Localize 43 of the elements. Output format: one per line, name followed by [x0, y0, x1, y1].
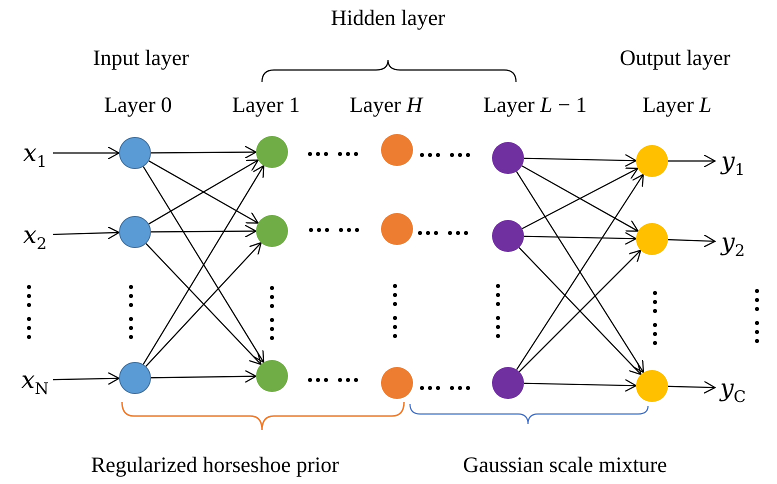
layer-label: Layer L [642, 92, 712, 118]
arrow [151, 224, 257, 238]
output-variable: y$_{1}$ [715, 145, 751, 177]
arrow [668, 380, 716, 394]
neuron-circle [256, 215, 288, 247]
neuron-circle [636, 370, 668, 402]
layer-title: Input layer [93, 45, 189, 71]
neuron-circle [492, 367, 524, 399]
layer-title: Output layer [620, 45, 730, 71]
arrow [524, 232, 637, 246]
arrow [52, 226, 120, 240]
output-variable: y$_{2}$ [715, 226, 751, 258]
layer-label: Layer 1 [232, 92, 300, 118]
input-variable: x$_{N}$ [17, 364, 53, 396]
neuron-circle [492, 142, 524, 174]
neuron-circle [119, 216, 151, 248]
arrow [53, 146, 120, 160]
arrow [151, 370, 257, 383]
neuron-circle [119, 137, 151, 169]
output-variable: y$_{C}$ [715, 372, 751, 404]
input-variable: x$_{1}$ [17, 137, 53, 169]
prior-label: Gaussian scale mixture [462, 452, 668, 478]
arrow [524, 378, 637, 392]
neuron-circle [492, 220, 524, 252]
arrow [151, 146, 257, 159]
layer-label: Layer L − 1 [483, 92, 587, 118]
neuron-circle [381, 367, 413, 399]
arrow [524, 154, 637, 168]
group-title: Hidden layer [330, 5, 446, 31]
arrow [52, 372, 120, 386]
neuron-circle [256, 136, 288, 168]
prior-label: Regularized horseshoe prior [90, 452, 340, 478]
layer-label: Layer 0 [104, 92, 172, 118]
input-variable: x$_{2}$ [17, 219, 53, 251]
neuron-circle [636, 145, 668, 177]
arrow [668, 234, 716, 248]
layer-label: Layer H [350, 92, 422, 118]
neuron-circle [256, 360, 288, 392]
neuron-circle [119, 362, 151, 394]
neuron-circle [636, 223, 668, 255]
arrow [668, 154, 716, 168]
neuron-circle [381, 213, 413, 245]
neuron-circle [381, 134, 413, 166]
